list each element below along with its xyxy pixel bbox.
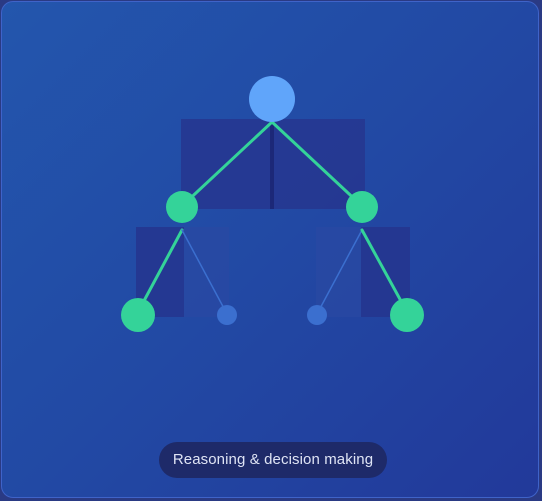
node-level2-right-inner (307, 305, 327, 325)
panel-divider (270, 119, 274, 209)
node-group (121, 76, 424, 332)
node-level2-left-inner (217, 305, 237, 325)
node-level1-right (346, 191, 378, 223)
panel-left-inner (184, 227, 229, 317)
edge-group (136, 120, 409, 315)
caption-text: Reasoning & decision making (172, 451, 374, 468)
edge-right-inner (316, 229, 363, 315)
node-level1-left (166, 191, 198, 223)
edge-root-left (180, 120, 274, 208)
node-level2-left-outer (121, 298, 155, 332)
caption-badge: Reasoning & decision making (159, 442, 387, 478)
panel-group (136, 119, 410, 317)
edge-left-outer (136, 228, 184, 314)
edge-right-outer (360, 228, 409, 314)
edge-left-inner (181, 229, 228, 315)
node-level2-right-outer (390, 298, 424, 332)
root-node (249, 76, 295, 122)
edge-root-right (270, 120, 364, 208)
